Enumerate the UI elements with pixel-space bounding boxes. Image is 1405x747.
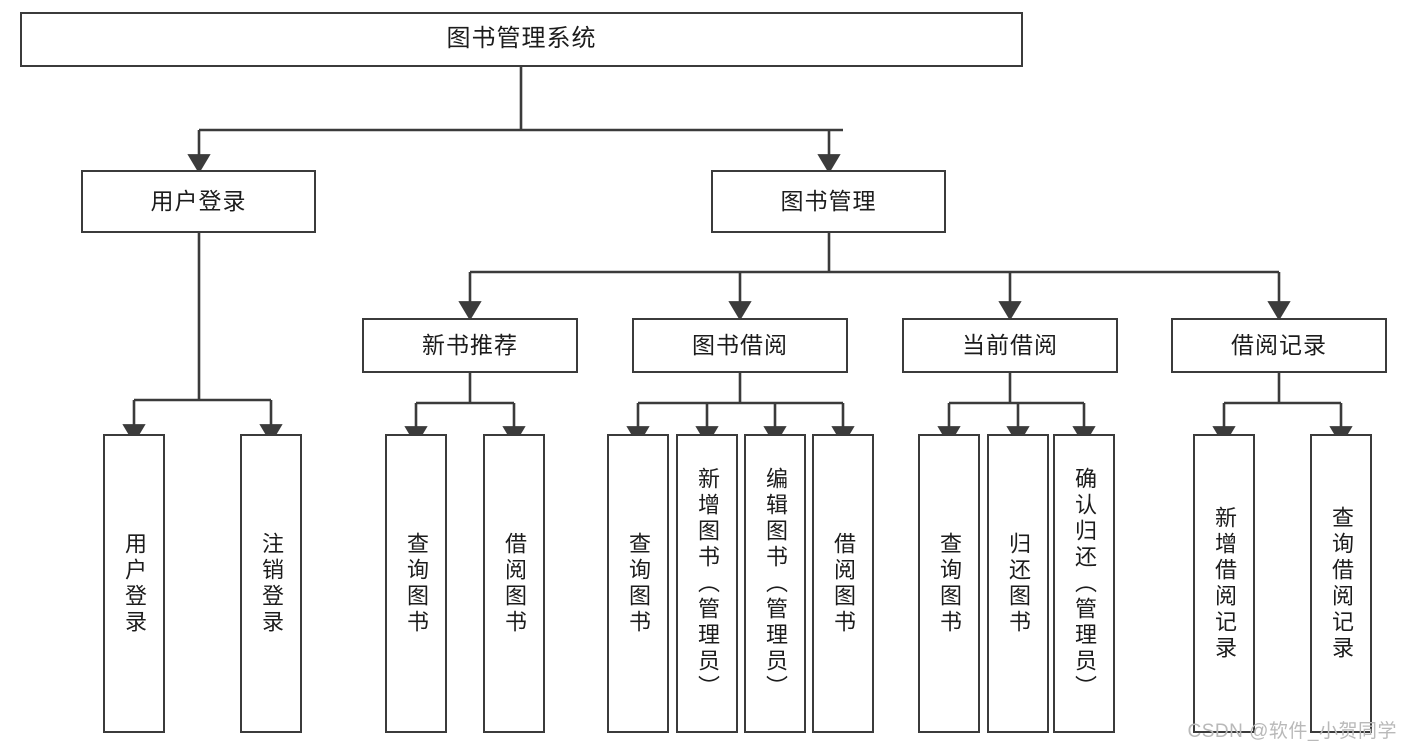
leaf-user-login-login[interactable]: 用户登录	[103, 434, 165, 733]
node-new-book-recommend[interactable]: 新书推荐	[362, 318, 578, 373]
node-label: 当前借阅	[962, 331, 1058, 358]
node-label: 注销登录	[259, 531, 284, 636]
leaf-user-login-logout[interactable]: 注销登录	[240, 434, 302, 733]
node-label: 新书推荐	[422, 331, 518, 358]
leaf-borrow-record-query[interactable]: 查询借阅记录	[1310, 434, 1372, 733]
node-label: 借阅图书	[831, 531, 856, 636]
node-label: 编辑图书（管理员）	[763, 466, 788, 701]
node-label: 查询图书	[404, 531, 429, 636]
leaf-borrow-record-add[interactable]: 新增借阅记录	[1193, 434, 1255, 733]
leaf-current-borrow-confirm-return-admin[interactable]: 确认归还（管理员）	[1053, 434, 1115, 733]
leaf-new-book-query[interactable]: 查询图书	[385, 434, 447, 733]
node-label: 用户登录	[150, 187, 247, 214]
leaf-current-borrow-query[interactable]: 查询图书	[918, 434, 980, 733]
node-borrow-record[interactable]: 借阅记录	[1171, 318, 1387, 373]
node-label: 新增图书（管理员）	[695, 466, 720, 701]
node-label: 图书管理系统	[446, 25, 597, 53]
node-label: 确认归还（管理员）	[1072, 466, 1097, 701]
node-label: 查询借阅记录	[1329, 505, 1354, 662]
node-label: 借阅图书	[502, 531, 527, 636]
node-book-management[interactable]: 图书管理	[711, 170, 946, 233]
node-label: 图书管理	[780, 187, 877, 214]
node-root-book-management-system[interactable]: 图书管理系统	[20, 12, 1023, 67]
node-label: 用户登录	[122, 531, 147, 636]
csdn-watermark: CSDN @软件_小贺同学	[1187, 721, 1397, 742]
node-label: 查询图书	[937, 531, 962, 636]
leaf-book-borrow-borrow[interactable]: 借阅图书	[812, 434, 874, 733]
leaf-book-borrow-query[interactable]: 查询图书	[607, 434, 669, 733]
leaf-book-borrow-edit-admin[interactable]: 编辑图书（管理员）	[744, 434, 806, 733]
node-user-login[interactable]: 用户登录	[81, 170, 316, 233]
leaf-current-borrow-return[interactable]: 归还图书	[987, 434, 1049, 733]
node-label: 查询图书	[626, 531, 651, 636]
leaf-new-book-borrow[interactable]: 借阅图书	[483, 434, 545, 733]
node-current-borrow[interactable]: 当前借阅	[902, 318, 1118, 373]
leaf-book-borrow-add-admin[interactable]: 新增图书（管理员）	[676, 434, 738, 733]
node-label: 新增借阅记录	[1212, 505, 1237, 662]
node-label: 图书借阅	[692, 331, 788, 358]
node-label: 归还图书	[1006, 531, 1031, 636]
node-label: 借阅记录	[1231, 331, 1327, 358]
node-book-borrow[interactable]: 图书借阅	[632, 318, 848, 373]
